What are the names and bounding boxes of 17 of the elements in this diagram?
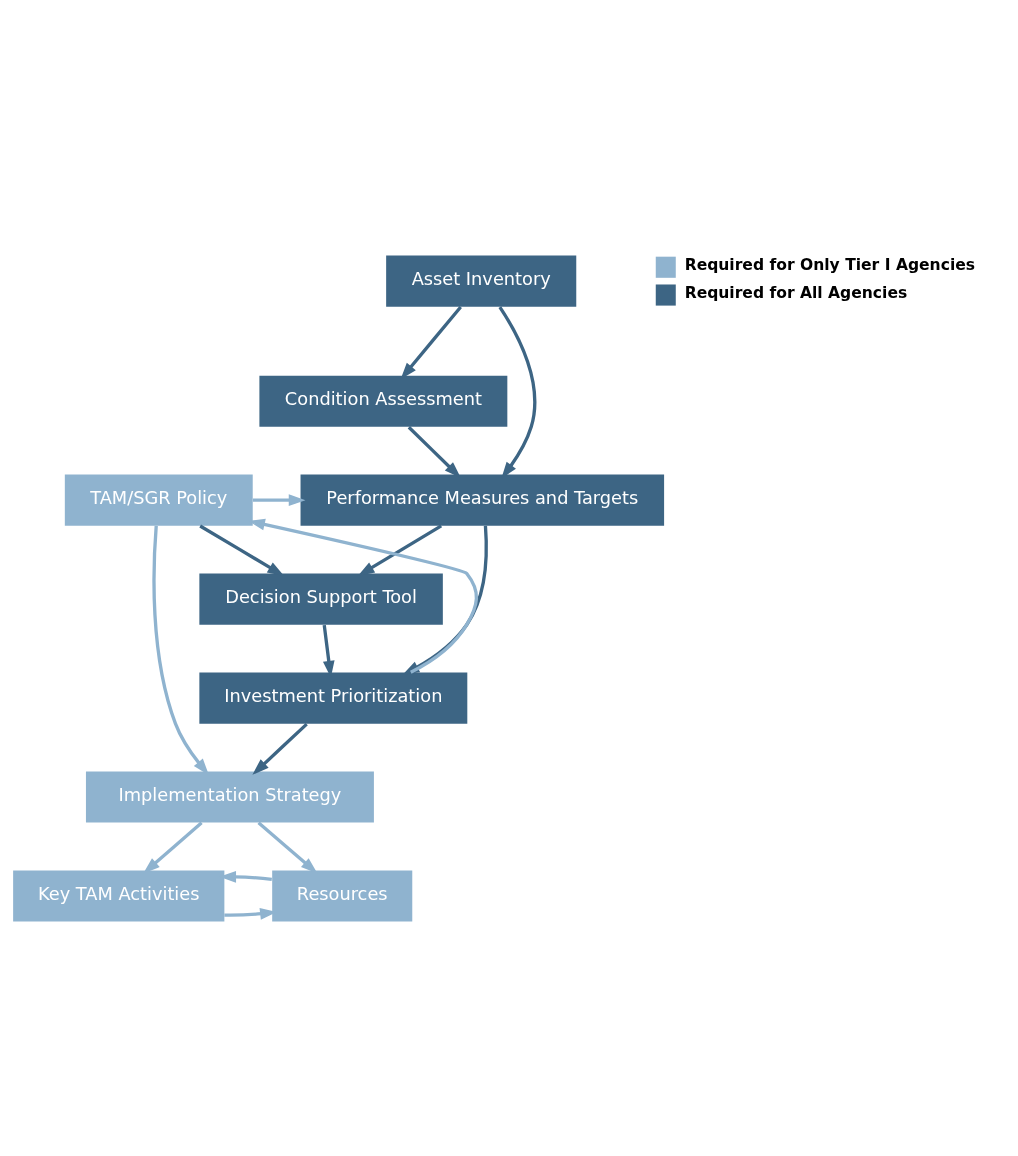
node-box: Performance Measures and Targets (300, 474, 665, 526)
arrow (252, 722, 308, 775)
node-box: TAM/SGR Policy (64, 474, 253, 526)
legend-label: Required for All Agencies (684, 284, 908, 303)
node-box: Key TAM Activities (13, 870, 225, 922)
node-box: Investment Prioritization (199, 672, 468, 724)
arrow (143, 821, 203, 874)
node-box: Resources (272, 870, 413, 922)
arrow (357, 524, 443, 576)
arrow (199, 524, 285, 576)
node-box: Asset Inventory (386, 255, 577, 307)
node-box: Condition Assessment (259, 375, 508, 427)
arrow (257, 821, 318, 874)
arrow (252, 494, 306, 507)
node-box: Implementation Strategy (85, 771, 374, 823)
legend-label: Required for Only Tier I Agencies (684, 256, 976, 275)
node-box: Decision Support Tool (199, 573, 443, 625)
